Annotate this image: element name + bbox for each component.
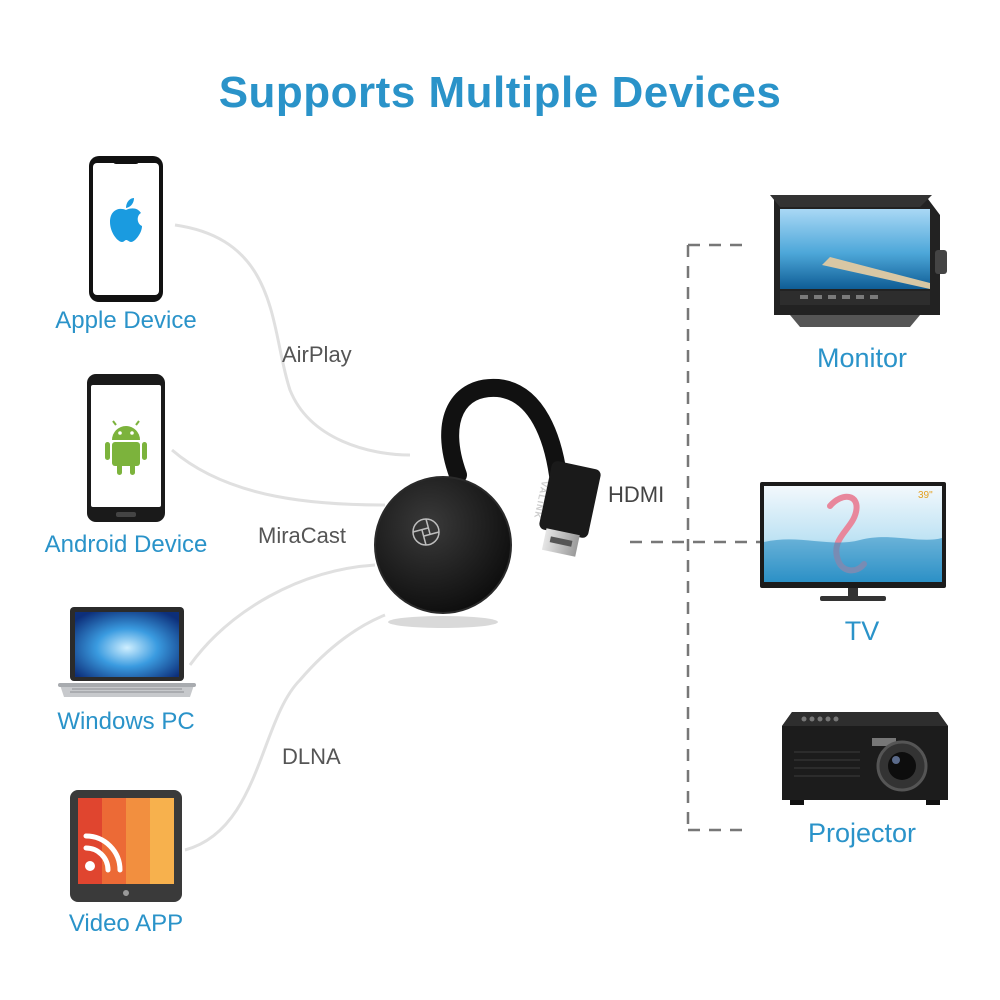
video-app-label: Video APP bbox=[68, 910, 184, 937]
monitor-icon bbox=[770, 195, 947, 327]
apple-logo-icon bbox=[110, 198, 142, 242]
tv-badge: 39" bbox=[918, 490, 933, 501]
video-app-icon bbox=[70, 790, 182, 902]
laptop-icon bbox=[58, 607, 196, 697]
apple-device-label: Apple Device bbox=[55, 307, 197, 334]
airplay-label: AirPlay bbox=[282, 342, 352, 367]
monitor-label: Monitor bbox=[816, 343, 908, 373]
hdmi-label: HDMI bbox=[608, 482, 665, 507]
miracast-line bbox=[171, 448, 386, 507]
miracast-label: MiraCast bbox=[258, 523, 347, 548]
projector-icon bbox=[782, 712, 948, 805]
shutter-logo-icon bbox=[412, 518, 440, 546]
tv-icon: 39" bbox=[760, 482, 946, 601]
airplay-line bbox=[174, 223, 411, 457]
cast-icon bbox=[83, 833, 123, 873]
android-phone-icon bbox=[87, 374, 165, 522]
android-device-label: Android Device bbox=[44, 531, 208, 558]
windows-pc-label: Windows PC bbox=[57, 708, 195, 735]
hdmi-dongle bbox=[374, 378, 601, 628]
dlna-label: DLNA bbox=[282, 744, 341, 769]
dlna-line bbox=[184, 613, 386, 852]
projector-label: Projector bbox=[807, 818, 917, 848]
android-robot-icon bbox=[105, 420, 147, 475]
tv-label: TV bbox=[844, 616, 880, 646]
page-title: Supports Multiple Devices bbox=[218, 68, 782, 117]
windows-line bbox=[188, 563, 376, 666]
apple-phone-icon bbox=[89, 156, 163, 302]
